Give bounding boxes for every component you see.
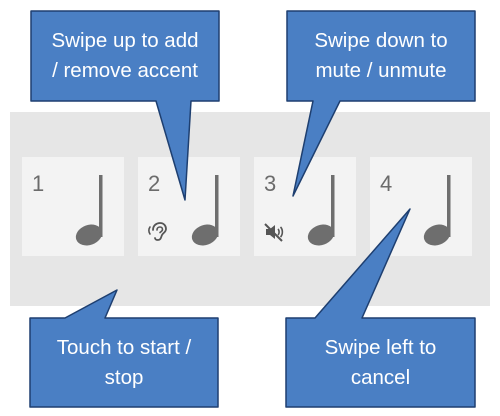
beat-number: 4 <box>380 171 393 196</box>
beat-tile-4[interactable]: 4 <box>370 157 472 256</box>
beat-number: 1 <box>32 171 45 196</box>
callout-swipe-down: Swipe down to mute / unmute <box>287 26 475 86</box>
callout-swipe-down-line1: Swipe down to <box>314 29 448 52</box>
beat-number: 2 <box>148 171 161 196</box>
callout-swipe-left-line2: cancel <box>350 366 411 389</box>
callout-touch-line2: stop <box>104 366 144 389</box>
beat-tile-2[interactable]: 2 <box>138 157 240 256</box>
callout-swipe-up-line2: / remove accent <box>52 59 198 82</box>
callout-swipe-down-line2: mute / unmute <box>315 59 447 82</box>
callout-swipe-left-line1: Swipe left to <box>324 336 437 359</box>
callout-swipe-up: Swipe up to add / remove accent <box>31 26 219 86</box>
callout-swipe-left: Swipe left to cancel <box>286 333 475 393</box>
beat-tile-3[interactable]: 3 <box>254 157 356 256</box>
ear-icon <box>148 222 167 241</box>
beat-number: 3 <box>264 171 277 196</box>
speaker-muted-icon <box>264 223 284 242</box>
callout-touch-line1: Touch to start / <box>56 336 192 359</box>
quarter-note-icon <box>191 175 219 246</box>
callout-touch: Touch to start / stop <box>30 333 218 393</box>
callout-swipe-up-line1: Swipe up to add <box>51 29 199 52</box>
quarter-note-icon <box>423 175 451 246</box>
quarter-note-icon <box>307 175 335 246</box>
quarter-note-icon <box>75 175 103 246</box>
beat-tile-1[interactable]: 1 <box>22 157 124 256</box>
